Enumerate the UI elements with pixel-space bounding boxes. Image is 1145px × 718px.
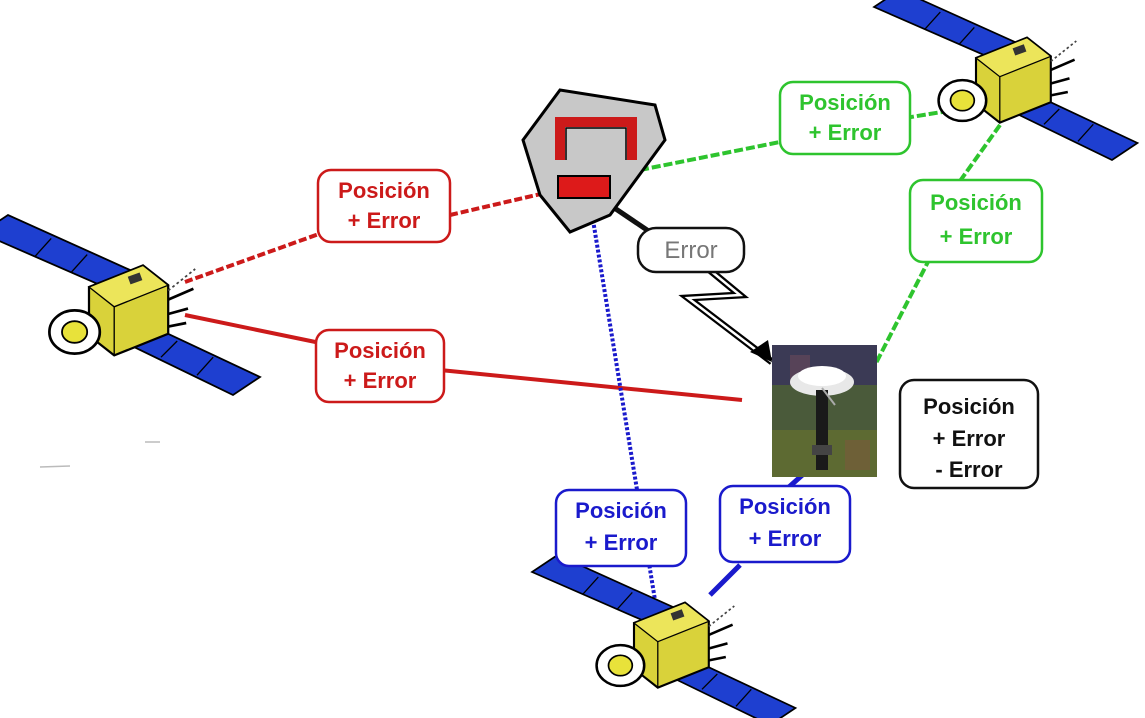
- label-green-top-line1: Posición: [799, 90, 891, 115]
- label-blue-left: Posición + Error: [554, 488, 688, 568]
- label-result-line3: - Error: [935, 457, 1003, 482]
- label-green-right: Posición + Error: [908, 178, 1044, 264]
- label-red-upper-line1: Posición: [338, 178, 430, 203]
- reference-station-icon: [521, 88, 667, 234]
- label-green-right-line1: Posición: [930, 190, 1022, 215]
- label-blue-right-line2: + Error: [749, 526, 822, 551]
- satellite-icon-bottom: [530, 553, 797, 718]
- label-green-right-line2: + Error: [940, 224, 1013, 249]
- label-green-top: Posición + Error: [778, 80, 912, 156]
- gps-antenna-icon: [772, 345, 877, 477]
- label-red-upper: Posición + Error: [316, 168, 452, 244]
- label-blue-right: Posición + Error: [718, 484, 852, 564]
- label-error: Error: [636, 226, 746, 274]
- label-green-top-line2: + Error: [809, 120, 882, 145]
- label-blue-right-line1: Posición: [739, 494, 831, 519]
- satellite-icon-left: [0, 213, 262, 397]
- label-result: Posición + Error - Error: [898, 378, 1040, 490]
- label-red-upper-line2: + Error: [348, 208, 421, 233]
- label-result-line2: + Error: [933, 426, 1006, 451]
- decorative-dashes: [39, 441, 160, 468]
- label-red-lower-line2: + Error: [344, 368, 417, 393]
- label-blue-left-line2: + Error: [585, 530, 658, 555]
- satellite-icon-top-right: [872, 0, 1139, 162]
- lightning-bolt-icon: [678, 259, 775, 365]
- label-result-line1: Posición: [923, 394, 1015, 419]
- label-red-lower-line1: Posición: [334, 338, 426, 363]
- label-red-lower: Posición + Error: [314, 328, 446, 404]
- label-blue-left-line1: Posición: [575, 498, 667, 523]
- label-error-text: Error: [664, 237, 717, 264]
